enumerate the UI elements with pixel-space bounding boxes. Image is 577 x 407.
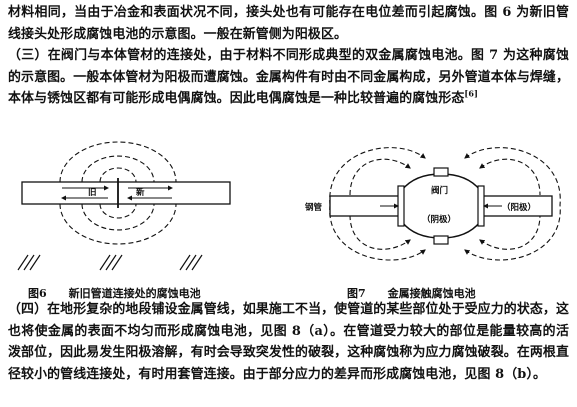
figure-6-diagram: 旧 新 bbox=[17, 141, 231, 271]
valve-body bbox=[401, 173, 481, 239]
figure-7-title: 金属接触腐蚀电池 bbox=[387, 287, 476, 300]
figure-7-number: 图7 bbox=[347, 287, 366, 300]
label-anode: （阳极） bbox=[502, 202, 536, 213]
label-old-pipe: 旧 bbox=[88, 187, 97, 198]
citation-ref: [6] bbox=[464, 88, 479, 99]
label-cathode: （阴极） bbox=[422, 214, 456, 225]
label-steel-pipe: 钢管 bbox=[305, 202, 323, 213]
paragraph-valve-text: （三）在阀门与本体管材的连接处，由于材料不同形成典型的双金属腐蚀电池。图 7 为… bbox=[8, 48, 569, 106]
label-valve: 阀门 bbox=[431, 185, 448, 196]
figure-6-title: 新旧管道连接处的腐蚀电池 bbox=[68, 287, 201, 300]
figure-7-caption: 图7 金属接触腐蚀电池 bbox=[347, 285, 476, 301]
paragraph-stress-corrosion: （四）在地形复杂的地段铺设金属管线，如果施工不当，使管道的某些部位处于受应力的状… bbox=[8, 302, 569, 382]
pipe-body bbox=[21, 181, 231, 205]
paragraph-valve-corrosion: （三）在阀门与本体管材的连接处，由于材料不同形成典型的双金属腐蚀电池。图 7 为… bbox=[8, 45, 569, 110]
figure-7-diagram: 钢管 阀门 （阴极） （阳极） bbox=[305, 147, 561, 261]
label-new-pipe: 新 bbox=[136, 187, 145, 198]
figure-6-caption: 图6 新旧管道连接处的腐蚀电池 bbox=[28, 285, 201, 301]
figure-6-number: 图6 bbox=[28, 287, 47, 300]
paragraph-joint-corrosion: 材料相同，当由于冶金和表面状况不同，接头处也有可能存在电位差而引起腐蚀。图 6 … bbox=[8, 5, 569, 42]
valve-stem bbox=[433, 167, 449, 177]
